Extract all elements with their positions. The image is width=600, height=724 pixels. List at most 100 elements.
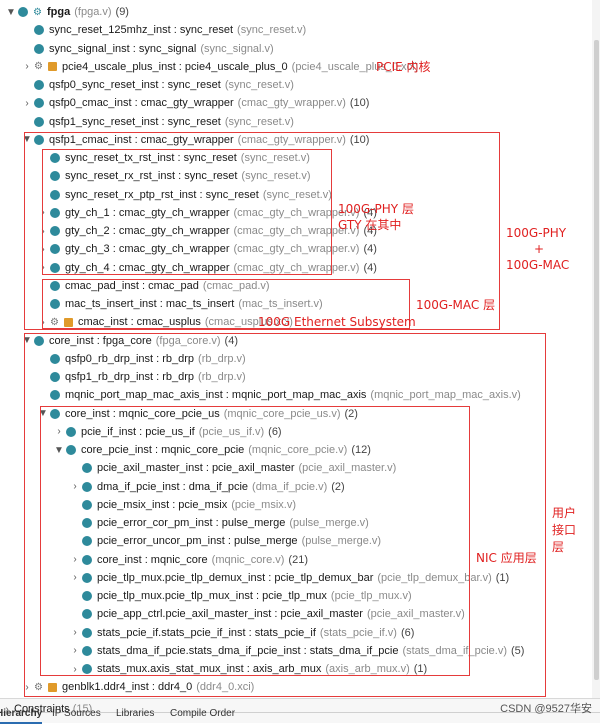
tree-row[interactable]: ▼core_pcie_inst : mqnic_core_pcie(mqnic_…: [54, 441, 371, 459]
collapse-arrow-icon[interactable]: ▼: [38, 408, 48, 419]
tree-row[interactable]: ▼core_inst : mqnic_core_pcie_us(mqnic_co…: [38, 405, 358, 423]
expand-arrow-icon[interactable]: ›: [5, 703, 9, 715]
box-nic-layer: [40, 406, 470, 676]
tree-row[interactable]: ›stats_mux.axis_stat_mux_inst : axis_arb…: [70, 660, 427, 678]
tree-row[interactable]: qsfp0_rb_drp_inst : rb_drp(rb_drp.v): [38, 350, 246, 368]
tree-row[interactable]: ›stats_dma_if_pcie.stats_dma_if_pcie_ins…: [70, 642, 524, 660]
instance-name: gty_ch_2 : cmac_gty_ch_wrapper: [65, 225, 230, 237]
tree-row[interactable]: pcie_app_ctrl.pcie_axil_master_inst : pc…: [70, 605, 465, 623]
tree-row[interactable]: ›core_inst : mqnic_core(mqnic_core.v)(21…: [70, 551, 308, 569]
module-icon: [82, 664, 92, 674]
child-count: (2): [331, 480, 345, 493]
tree-row[interactable]: pcie_axil_master_inst : pcie_axil_master…: [70, 459, 396, 477]
tree-row[interactable]: sync_signal_inst : sync_signal(sync_sign…: [22, 40, 274, 58]
source-file: (cmac_gty_ch_wrapper.v): [233, 243, 360, 256]
tree-row[interactable]: qsfp1_rb_drp_inst : rb_drp(rb_drp.v): [38, 368, 246, 386]
source-file: (pulse_merge.v): [301, 535, 382, 548]
source-file: (stats_pcie_if.v): [319, 626, 397, 639]
expand-arrow-icon[interactable]: ›: [57, 426, 61, 438]
tree-row[interactable]: ›qsfp0_cmac_inst : cmac_gty_wrapper(cmac…: [22, 94, 369, 112]
expand-arrow-icon[interactable]: ›: [73, 554, 77, 565]
tree-row[interactable]: ▼core_inst : fpga_core(fpga_core.v)(4): [22, 332, 238, 350]
tree-row[interactable]: sync_reset_tx_rst_inst : sync_reset(sync…: [38, 149, 310, 167]
instance-name: mac_ts_insert_inst : mac_ts_insert: [65, 298, 235, 310]
module-icon: [50, 262, 60, 273]
expand-arrow-icon[interactable]: ›: [73, 481, 77, 492]
expand-arrow-icon[interactable]: ›: [25, 97, 29, 109]
tree-row[interactable]: ›gty_ch_1 : cmac_gty_ch_wrapper(cmac_gty…: [38, 204, 377, 222]
expand-arrow-icon[interactable]: ›: [41, 316, 45, 328]
tree-row[interactable]: pcie_msix_inst : pcie_msix(pcie_msix.v): [70, 496, 296, 514]
tree-row[interactable]: ›dma_if_pcie_inst : dma_if_pcie(dma_if_p…: [70, 478, 345, 496]
tree-row[interactable]: mac_ts_insert_inst : mac_ts_insert(mac_t…: [38, 295, 323, 313]
tree-row[interactable]: pcie_error_cor_pm_inst : pulse_merge(pul…: [70, 514, 369, 532]
vertical-scrollbar[interactable]: [592, 0, 600, 698]
instance-name: qsfp0_sync_reset_inst : sync_reset: [49, 79, 221, 91]
child-count: (9): [115, 6, 129, 18]
child-count: (21): [288, 553, 308, 566]
instance-name: fpga: [47, 6, 71, 18]
expand-arrow-icon[interactable]: ›: [73, 645, 77, 657]
source-file: (pcie_us_if.v): [198, 425, 265, 438]
child-count: (2): [344, 407, 358, 420]
tab-ip-sources[interactable]: IP Sources: [52, 708, 101, 719]
box-mac-layer: [42, 279, 410, 329]
tree-row[interactable]: cmac_pad_inst : cmac_pad(cmac_pad.v): [38, 277, 270, 295]
module-icon: [82, 463, 92, 474]
module-icon: [50, 189, 60, 200]
instance-name: pcie_axil_master_inst : pcie_axil_master: [97, 462, 295, 475]
expand-arrow-icon[interactable]: ›: [73, 663, 77, 675]
collapse-arrow-icon[interactable]: ▼: [22, 134, 32, 146]
tree-row[interactable]: ›gty_ch_2 : cmac_gty_ch_wrapper(cmac_gty…: [38, 222, 377, 240]
scrollbar-thumb[interactable]: [594, 40, 599, 680]
tree-row[interactable]: qsfp0_sync_reset_inst : sync_reset(sync_…: [22, 76, 294, 94]
tree-row[interactable]: qsfp1_sync_reset_inst : sync_reset(sync_…: [22, 113, 294, 131]
child-count: (4): [363, 243, 377, 256]
tree-row[interactable]: sync_reset_rx_rst_inst : sync_reset(sync…: [38, 167, 310, 185]
instance-name: gty_ch_3 : cmac_gty_ch_wrapper: [65, 243, 230, 256]
tree-row[interactable]: ›pcie_tlp_mux.pcie_tlp_demux_inst : pcie…: [70, 569, 509, 587]
tab-compile-order[interactable]: Compile Order: [170, 708, 236, 719]
collapse-arrow-icon[interactable]: ▼: [22, 335, 32, 346]
module-icon: [50, 226, 60, 236]
tree-row[interactable]: › gty_ch_3 : cmac_gty_ch_wrapper(cmac_gty…: [38, 240, 377, 258]
instance-name: pcie_if_inst : pcie_us_if: [81, 425, 195, 438]
expand-arrow-icon[interactable]: ›: [73, 572, 77, 584]
collapse-arrow-icon[interactable]: ▼: [54, 444, 64, 456]
annotation-phy-layer-1: 100G-PHY 层: [338, 202, 414, 216]
tree-row[interactable]: pcie_tlp_mux.pcie_tlp_mux_inst : pcie_tl…: [70, 587, 412, 605]
expand-arrow-icon[interactable]: ›: [41, 262, 45, 273]
source-file: (axis_arb_mux.v): [325, 663, 410, 675]
tree-row[interactable]: ›⚙genblk1.ddr4_inst : ddr4_0(ddr4_0.xci): [22, 678, 254, 696]
tree-row[interactable]: sync_reset_rx_ptp_rst_inst : sync_reset(…: [38, 186, 332, 204]
source-file: (sync_reset.v): [224, 115, 294, 128]
tree-row[interactable]: ▼⚙fpga(fpga.v)(9): [6, 3, 129, 21]
instance-name: pcie_error_cor_pm_inst : pulse_merge: [97, 517, 286, 529]
expand-arrow-icon[interactable]: ›: [73, 627, 77, 638]
annotation-user-1: 用户: [552, 506, 577, 520]
tree-row[interactable]: sync_reset_125mhz_inst : sync_reset(sync…: [22, 21, 306, 39]
expand-arrow-icon[interactable]: ›: [41, 243, 45, 255]
tab-libraries[interactable]: Libraries: [116, 708, 155, 719]
tree-row[interactable]: ›⚙pcie4_uscale_plus_inst : pcie4_uscale_…: [22, 58, 418, 76]
tree-row[interactable]: ›gty_ch_4 : cmac_gty_ch_wrapper(cmac_gty…: [38, 259, 377, 277]
tree-row[interactable]: › pcie_if_inst : pcie_us_if(pcie_us_if.v)…: [54, 423, 281, 441]
collapse-arrow-icon[interactable]: ▼: [6, 6, 16, 18]
tree-row[interactable]: ›stats_pcie_if.stats_pcie_if_inst : stat…: [70, 624, 414, 642]
module-icon: [50, 390, 60, 401]
module-icon: [34, 80, 44, 90]
expand-arrow-icon[interactable]: ›: [25, 681, 29, 693]
tree-row[interactable]: ▼qsfp1_cmac_inst : cmac_gty_wrapper(cmac…: [22, 131, 369, 149]
expand-arrow-icon[interactable]: ›: [25, 61, 29, 73]
child-count: (5): [511, 644, 525, 657]
source-file: (sync_reset.v): [237, 24, 307, 37]
expand-arrow-icon[interactable]: ›: [41, 207, 45, 219]
tree-row[interactable]: pcie_error_uncor_pm_inst : pulse_merge(p…: [70, 532, 381, 550]
tree-row[interactable]: mqnic_port_map_mac_axis_inst : mqnic_por…: [38, 386, 521, 404]
instance-name: qsfp1_sync_reset_inst : sync_reset: [49, 115, 221, 128]
tree-row[interactable]: ›⚙cmac_inst : cmac_usplus(cmac_usplus.xc…: [38, 313, 293, 331]
instance-name: dma_if_pcie_inst : dma_if_pcie: [97, 480, 249, 493]
expand-arrow-icon[interactable]: ›: [41, 225, 45, 237]
instance-name: qsfp0_cmac_inst : cmac_gty_wrapper: [49, 97, 234, 110]
annotation-user-3: 层: [552, 540, 565, 554]
